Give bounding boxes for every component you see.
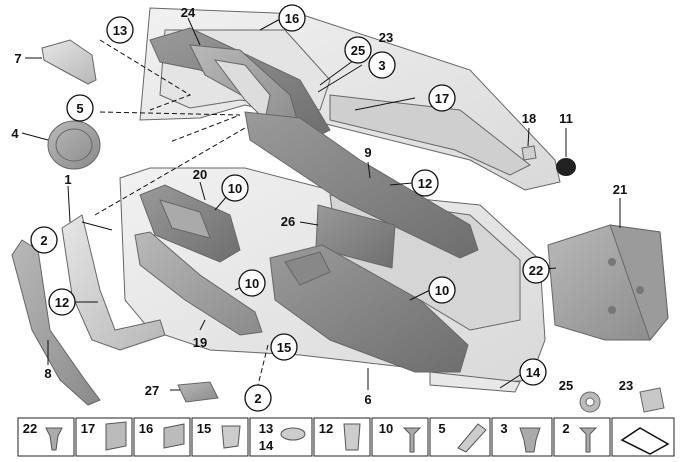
callout-10a: 10 — [228, 181, 242, 196]
callout-23: 23 — [379, 30, 393, 45]
callout-circle-12a — [411, 169, 439, 197]
armrest-strip — [244, 111, 479, 259]
callout-4: 4 — [11, 126, 19, 141]
parts-legend — [17, 417, 675, 457]
callout-7: 7 — [14, 51, 21, 66]
legend-num-14: 14 — [259, 438, 274, 453]
part-7-cover — [41, 39, 97, 85]
legend-num-16: 16 — [139, 421, 153, 436]
callout-circle-12b — [48, 288, 76, 316]
callout-circle-10b — [238, 269, 266, 297]
callout-2b: 2 — [254, 391, 261, 406]
legend-screw-icon — [402, 427, 422, 453]
callout-15: 15 — [277, 340, 291, 355]
legend-num-17: 17 — [81, 421, 95, 436]
part-11-plug — [556, 158, 576, 176]
callout-25b: 25 — [559, 378, 573, 393]
callout-circle-3 — [368, 51, 396, 79]
callout-21: 21 — [613, 182, 627, 197]
part-1-pull-bracket — [61, 214, 166, 351]
legend-num-5: 5 — [438, 421, 445, 436]
legend-num-12: 12 — [319, 421, 333, 436]
callout-25: 25 — [351, 43, 365, 58]
legend-expansion-rivet-icon — [280, 427, 306, 441]
callout-circle-22 — [522, 256, 550, 284]
callout-10c: 10 — [435, 283, 449, 298]
part-20-switch-panel — [139, 184, 241, 263]
legend-num-3: 3 — [500, 421, 507, 436]
part-8-pull-handle — [11, 239, 101, 406]
callout-circle-2b — [244, 384, 272, 412]
legend-clip-icon — [105, 421, 127, 451]
part-18-clip — [521, 145, 537, 161]
callout-5: 5 — [76, 101, 83, 116]
callout-17: 17 — [435, 91, 449, 106]
legend-rivet-icon — [519, 427, 541, 453]
legend-clip-icon — [163, 423, 185, 449]
callout-11: 11 — [559, 111, 573, 126]
callout-8: 8 — [44, 366, 51, 381]
callout-circle-10a — [221, 174, 249, 202]
callout-circle-2a — [30, 226, 58, 254]
callout-12a: 12 — [418, 176, 432, 191]
callout-circle-15 — [270, 333, 298, 361]
callout-circle-14 — [519, 358, 547, 386]
callout-23b: 23 — [619, 378, 633, 393]
legend-num-10: 10 — [379, 421, 393, 436]
legend-screw-icon — [45, 427, 63, 451]
callout-9: 9 — [364, 145, 371, 160]
callout-circles — [30, 4, 550, 412]
leader-lines — [21, 17, 621, 391]
callout-circle-5 — [66, 94, 94, 122]
legend-num-15: 15 — [197, 421, 211, 436]
legend-cap-icon — [457, 423, 487, 453]
legend-seal-icon — [620, 427, 670, 455]
callout-14: 14 — [526, 365, 541, 380]
callout-27: 27 — [145, 383, 159, 398]
handle-housing — [149, 27, 331, 141]
part-6-door-pocket — [269, 244, 469, 373]
callout-3: 3 — [378, 58, 385, 73]
callout-12b: 12 — [55, 295, 69, 310]
callout-24: 24 — [181, 5, 196, 20]
callout-10b: 10 — [245, 276, 259, 291]
callout-circle-10c — [428, 276, 456, 304]
part-21-22-foam-block — [547, 224, 669, 342]
callout-circle-17 — [428, 84, 456, 112]
callout-6: 6 — [364, 392, 371, 407]
part-25-washer — [579, 391, 601, 413]
callout-16: 16 — [285, 11, 299, 26]
legend-numbers: 22 17 16 15 13 14 12 10 5 3 2 — [23, 421, 570, 453]
callout-circle-13 — [106, 16, 134, 44]
callout-18: 18 — [522, 111, 536, 126]
callout-20: 20 — [193, 167, 207, 182]
legend-clip-icon — [221, 425, 241, 449]
part-27-clip — [177, 381, 219, 403]
part-23-clip — [639, 387, 665, 413]
legend-screw-icon — [578, 427, 598, 453]
callout-circle-16 — [278, 4, 306, 32]
callout-1: 1 — [64, 172, 71, 187]
callout-circle-25 — [344, 36, 372, 64]
callout-13: 13 — [113, 23, 127, 38]
part-19-pocket-frame — [134, 231, 263, 336]
callout-labels: 24 16 13 7 25 23 3 5 17 18 11 4 9 1 20 1… — [11, 5, 633, 407]
legend-num-2: 2 — [562, 421, 569, 436]
callout-22: 22 — [529, 263, 543, 278]
legend-num-22: 22 — [23, 421, 37, 436]
part-4-speaker-cover — [47, 120, 101, 170]
callout-26: 26 — [281, 214, 295, 229]
legend-clip-icon — [343, 423, 361, 451]
legend-num-13: 13 — [259, 421, 273, 436]
callout-2a: 2 — [40, 233, 47, 248]
callout-19: 19 — [193, 335, 207, 350]
